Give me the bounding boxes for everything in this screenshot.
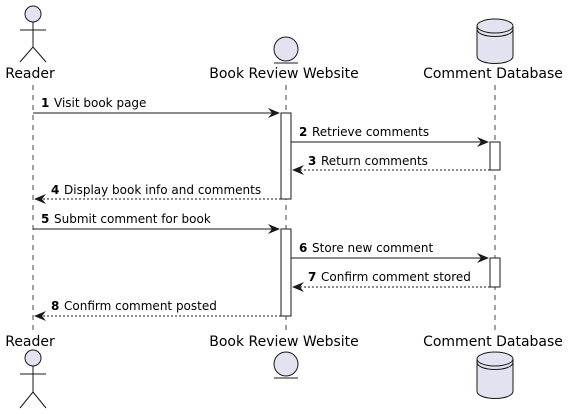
message-3: 3 Return comments xyxy=(292,154,490,175)
website-activation-2 xyxy=(280,228,292,317)
arrowhead-left-icon xyxy=(34,311,46,321)
actor-icon xyxy=(19,349,47,409)
message-2: 2 Retrieve comments xyxy=(291,125,489,147)
arrowhead-right-icon xyxy=(477,137,489,147)
message-number: 8 xyxy=(51,299,59,313)
reader-actor-top: Reader xyxy=(5,5,55,82)
message-label: Store new comment xyxy=(312,241,433,255)
database-icon xyxy=(476,18,514,64)
message-label: Confirm comment stored xyxy=(321,270,471,284)
database-activation-2 xyxy=(489,257,501,288)
message-1: 1 Visit book page xyxy=(33,96,280,118)
participant-label-database-bottom: Comment Database xyxy=(423,334,563,350)
message-label: Return comments xyxy=(321,154,428,168)
message-4: 4 Display book info and comments xyxy=(34,183,281,204)
website-entity-top: Book Review Website xyxy=(209,36,359,82)
message-label: Confirm comment posted xyxy=(64,299,217,313)
participant-label-website-bottom: Book Review Website xyxy=(209,334,359,350)
entity-icon xyxy=(273,351,299,379)
message-number: 3 xyxy=(308,154,316,168)
message-label: Submit comment for book xyxy=(54,212,211,226)
participant-label-reader-bottom: Reader xyxy=(5,334,55,350)
message-label: Retrieve comments xyxy=(312,125,429,139)
database-top: Comment Database xyxy=(423,18,563,82)
arrowhead-left-icon xyxy=(34,194,46,204)
entity-icon xyxy=(273,36,299,64)
actor-icon xyxy=(19,5,47,63)
website-entity-bottom: Book Review Website xyxy=(209,334,359,379)
message-label: Visit book page xyxy=(54,96,146,110)
message-8: 8 Confirm comment posted xyxy=(34,299,281,321)
database-icon xyxy=(476,351,514,399)
participant-label-database: Comment Database xyxy=(423,66,563,82)
participant-label-website: Book Review Website xyxy=(209,66,359,82)
arrowhead-right-icon xyxy=(268,108,280,118)
website-activation-1 xyxy=(280,112,292,200)
message-number: 7 xyxy=(308,270,316,284)
message-label: Display book info and comments xyxy=(64,183,261,197)
arrowhead-left-icon xyxy=(292,282,304,292)
arrowhead-right-icon xyxy=(477,253,489,263)
database-bottom: Comment Database xyxy=(423,334,563,399)
message-number: 4 xyxy=(51,183,59,197)
message-7: 7 Confirm comment stored xyxy=(292,270,490,292)
message-number: 2 xyxy=(299,125,307,139)
message-number: 5 xyxy=(41,212,49,226)
message-number: 1 xyxy=(41,96,49,110)
message-5: 5 Submit comment for book xyxy=(33,212,280,234)
arrowhead-left-icon xyxy=(292,165,304,175)
message-number: 6 xyxy=(299,241,307,255)
reader-actor-bottom: Reader xyxy=(5,334,55,409)
message-6: 6 Store new comment xyxy=(291,241,489,263)
database-activation-1 xyxy=(489,141,501,171)
arrowhead-right-icon xyxy=(268,224,280,234)
participant-label-reader: Reader xyxy=(5,66,55,82)
